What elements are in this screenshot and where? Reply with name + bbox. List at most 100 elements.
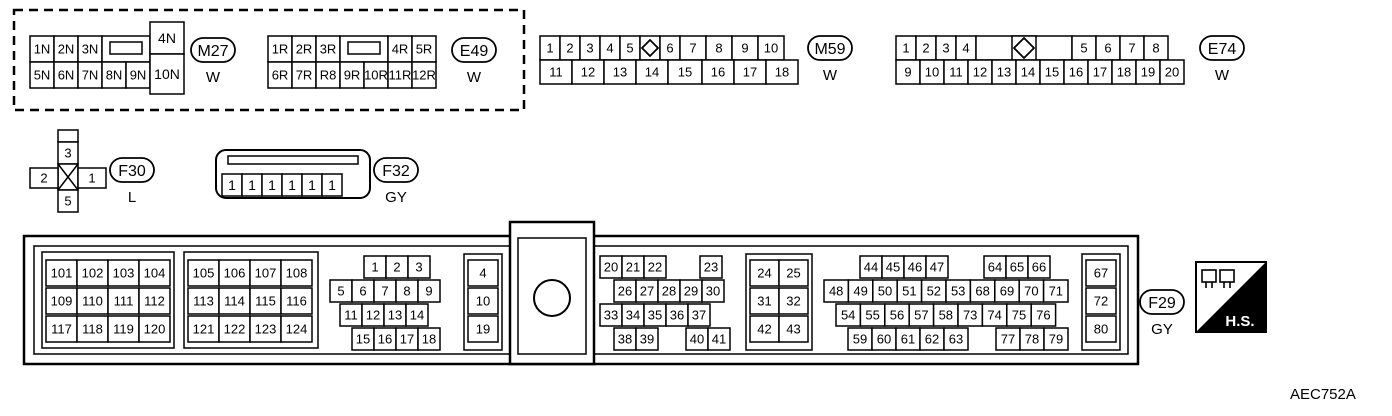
f29-e-pin-20-0: 20	[599, 255, 623, 279]
e49-pin-12R-6: 12R	[411, 61, 437, 89]
f29-c-pin-7-2-label: 7	[381, 284, 388, 299]
f29-h-pin-72: 72	[1085, 287, 1117, 315]
f29-e-pin-36-3: 36	[665, 303, 689, 327]
e74-pin-8-3: 8	[1143, 35, 1169, 61]
f29-d-pin-4: 4	[467, 259, 499, 287]
f29-d-pin-19: 19	[467, 315, 499, 343]
m27-pin-7N-2-label: 7N	[82, 68, 99, 83]
m27-pin-9N-4-box	[125, 61, 151, 89]
f29-c-pin-3-2: 3	[407, 255, 431, 279]
f29-g-pin-78-1: 78	[1019, 327, 1045, 351]
f29-a-pin-111-2-box	[107, 287, 140, 315]
f29-g-pin-65-1: 65	[1005, 255, 1029, 279]
e49-pin-3R-2: 3R	[315, 35, 341, 63]
f29-h-pin-67: 67	[1085, 259, 1117, 287]
f29-a-pin-119-2: 119	[107, 315, 140, 343]
m59-pin-16-5: 16	[701, 59, 735, 85]
m59-pin-14-3-box	[635, 59, 669, 85]
e49-pin-2R-1: 2R	[291, 35, 317, 63]
f32-pin-1-5: 1	[321, 173, 343, 197]
f32-pin-1-1-label: 1	[248, 177, 256, 193]
f29-g-pin-45-1: 45	[881, 255, 905, 279]
f29-e-pin-38-0: 38	[613, 327, 637, 351]
e74-pin-16-7-box	[1063, 59, 1089, 85]
e74-pin-5-0-label: 5	[1080, 41, 1087, 56]
e49-pin-10R-4-label: 10R	[364, 68, 388, 83]
f29-e-pin-40-0: 40	[685, 327, 709, 351]
f30-center-x	[57, 163, 79, 191]
m27-lock-slot	[109, 41, 143, 55]
f29-b-pin-107-2-box	[249, 259, 282, 287]
f29-b-pin-113-0-box	[187, 287, 220, 315]
f29-f-pin-31-0-label: 31	[757, 294, 771, 309]
f29-g-pin-50-2: 50	[872, 279, 898, 303]
e74-pin-9-0: 9	[895, 59, 921, 85]
hs-badge: H.S.	[1195, 261, 1267, 333]
e74-pin-11-2-box	[943, 59, 969, 85]
f32-pin-1-1: 1	[241, 173, 263, 197]
tag-e49-id: E49	[460, 43, 489, 60]
m27-pin-8N-3-label: 8N	[106, 68, 123, 83]
f29-e-pin-28-2-label: 28	[662, 284, 676, 299]
f29-a-pin-103-2: 103	[107, 259, 140, 287]
m59-pin-6-0-label: 6	[666, 41, 673, 56]
m59-pin-18-7: 18	[765, 59, 799, 85]
tag-f29-oval	[1139, 289, 1185, 315]
m27-pin-1N-0: 1N	[29, 35, 55, 63]
f29-g-pin-66-2: 66	[1027, 255, 1051, 279]
m59-pin-10-4: 10	[757, 35, 785, 61]
f29-f-pin-32-1-label: 32	[786, 294, 800, 309]
f29-g-pin-46-2-label: 46	[908, 260, 922, 275]
f29-a-pin-119-2-label: 119	[113, 322, 134, 337]
f29-f-pin-43-1-box	[778, 315, 809, 343]
e49-pin-9R-3-label: 9R	[344, 68, 361, 83]
f29-g-pin-78-1-label: 78	[1025, 332, 1039, 347]
f29-a-pin-110-1-box	[76, 287, 109, 315]
m27-pin-8N-3: 8N	[101, 61, 127, 89]
f29-a-pin-118-1-box	[76, 315, 109, 343]
f29-a-pin-117-0-box	[45, 315, 78, 343]
f29-g-pin-51-3: 51	[896, 279, 923, 303]
f29-e-pin-21-1: 21	[621, 255, 645, 279]
f29-f-pin-24-0-label: 24	[757, 266, 771, 281]
m59-pin-16-5-label: 16	[711, 65, 725, 80]
m27-pin-10n-label: 10N	[154, 66, 180, 82]
f29-g-pin-58-4: 58	[932, 303, 959, 327]
e74-pin-4-3: 4	[955, 35, 977, 61]
e74-pin-16-7-label: 16	[1069, 65, 1083, 80]
e74-pin-15-6-box	[1039, 59, 1065, 85]
hs-badge-label: H.S.	[1225, 313, 1254, 330]
m59-pin-3-2: 3	[579, 35, 601, 61]
e49-pin-5R-1-label: 5R	[416, 42, 433, 57]
f29-c-pin-2-1: 2	[385, 255, 409, 279]
f29-d-pin-4-box	[467, 259, 499, 287]
e49-pin-5R-1: 5R	[411, 35, 437, 63]
m27-pin-4n: 4N	[149, 21, 185, 55]
f30-pin-5: 5	[57, 189, 79, 213]
f29-c-pin-9-4-box	[417, 279, 441, 303]
f29-g-pin-60-1-label: 60	[877, 332, 891, 347]
f29-e-pin-30-4: 30	[701, 279, 725, 303]
f29-group-b-frame	[183, 251, 319, 349]
f29-b-pin-121-0-box	[187, 315, 220, 343]
f29-g-pin-71-9-box	[1042, 279, 1069, 303]
f32-pin-1-4-label: 1	[308, 177, 316, 193]
f29-c-pin-12-1-label: 12	[366, 308, 380, 323]
e74-pin-10-1: 10	[919, 59, 945, 85]
m59-pin-1-0-label: 1	[546, 41, 553, 56]
f29-g-pin-71-9: 71	[1042, 279, 1069, 303]
f30-pin-1-box	[77, 167, 107, 189]
f29-g-pin-68-6-label: 68	[975, 284, 989, 299]
m27-pin-10n-box	[149, 53, 185, 95]
f32-lock-slot	[227, 155, 359, 165]
f29-a-pin-109-0-label: 109	[51, 294, 73, 309]
e49-pin-4R-0-label: 4R	[392, 42, 409, 57]
f29-g-pin-55-1-label: 55	[865, 308, 879, 323]
f29-e-pin-33-0-label: 33	[604, 308, 618, 323]
m59-pin-8-2-label: 8	[715, 41, 722, 56]
f29-g-pin-56-2: 56	[884, 303, 910, 327]
f29-e-pin-23: 23	[699, 255, 723, 279]
m59-pin-5-4: 5	[619, 35, 641, 61]
f29-a-pin-104-3-label: 104	[144, 266, 166, 281]
